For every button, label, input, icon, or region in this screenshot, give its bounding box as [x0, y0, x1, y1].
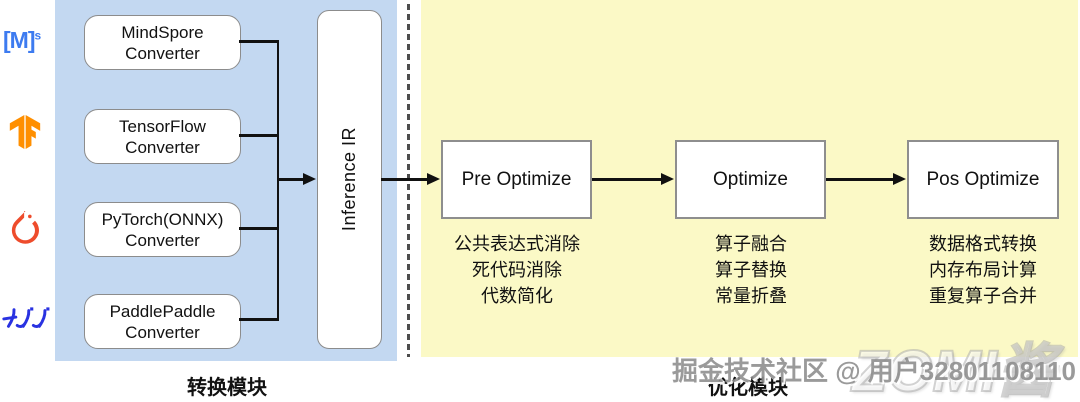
pytorch-icon [9, 211, 42, 249]
converter-label-line2: Converter [125, 137, 200, 157]
conversion-module-label: 转换模块 [187, 377, 267, 399]
optimize-box: Optimize [675, 140, 826, 219]
paddlepaddle-converter-box: PaddlePaddle Converter [84, 294, 241, 349]
connector-line [239, 134, 279, 137]
stage-item: 重复算子合并 [929, 286, 1037, 306]
tensorflow-icon [8, 115, 42, 154]
converter-label-line1: MindSpore [121, 22, 204, 42]
stage-item: 公共表达式消除 [454, 234, 580, 254]
pre-optimize-box: Pre Optimize [441, 140, 592, 219]
stage-item: 死代码消除 [472, 260, 562, 280]
stage-title: Pos Optimize [926, 168, 1040, 190]
converter-label-line1: TensorFlow [119, 116, 206, 136]
optimization-module-label: 优化模块 [708, 377, 788, 399]
mindspore-logo: [M]s [3, 27, 41, 54]
arrow-head [303, 173, 316, 185]
converter-label-line2: Converter [125, 322, 200, 342]
arrow-pre-to-optimize [592, 178, 662, 181]
mindspore-logo-sup: s [34, 28, 41, 43]
arrow-head [661, 173, 674, 185]
pos-optimize-box: Pos Optimize [907, 140, 1059, 219]
arrow-head [427, 173, 440, 185]
pytorch-converter-box: PyTorch(ONNX) Converter [84, 202, 241, 257]
arrow-head [893, 173, 906, 185]
inference-ir-label: Inference IR [339, 127, 359, 232]
inference-ir-box: Inference IR [317, 10, 382, 349]
arrow-optimize-to-pos [826, 178, 894, 181]
stage-title: Optimize [713, 168, 788, 190]
author-watermark: ZOMI酱 [851, 338, 1056, 402]
converter-label-line2: Converter [125, 43, 200, 63]
converter-label-line1: PyTorch(ONNX) [101, 209, 224, 229]
paddlepaddle-icon [2, 305, 50, 336]
arrow-ir-to-pre [381, 178, 428, 181]
stage-item: 算子融合 [715, 234, 787, 254]
mindspore-converter-box: MindSpore Converter [84, 15, 241, 70]
stage-item: 算子替换 [715, 260, 787, 280]
pos-optimize-items: 数据格式转换 内存布局计算 重复算子合并 [873, 231, 1080, 309]
optimize-items: 算子融合 算子替换 常量折叠 [641, 231, 861, 309]
stage-item: 内存布局计算 [929, 260, 1037, 280]
stage-title: Pre Optimize [461, 168, 572, 190]
converter-label-line1: PaddlePaddle [109, 301, 216, 321]
stage-item: 代数简化 [481, 286, 553, 306]
stage-item: 常量折叠 [715, 286, 787, 306]
mindspore-logo-text: [M] [3, 27, 36, 53]
stage-item: 数据格式转换 [929, 234, 1037, 254]
pre-optimize-items: 公共表达式消除 死代码消除 代数简化 [407, 231, 627, 309]
connector-line [239, 227, 279, 230]
arrow-to-ir [277, 178, 304, 181]
connector-line [239, 318, 279, 321]
converter-label-line2: Converter [125, 230, 200, 250]
community-watermark: 掘金技术社区 @ 用户32801108110 [672, 356, 1076, 386]
connector-line [239, 40, 279, 43]
tensorflow-converter-box: TensorFlow Converter [84, 109, 241, 164]
